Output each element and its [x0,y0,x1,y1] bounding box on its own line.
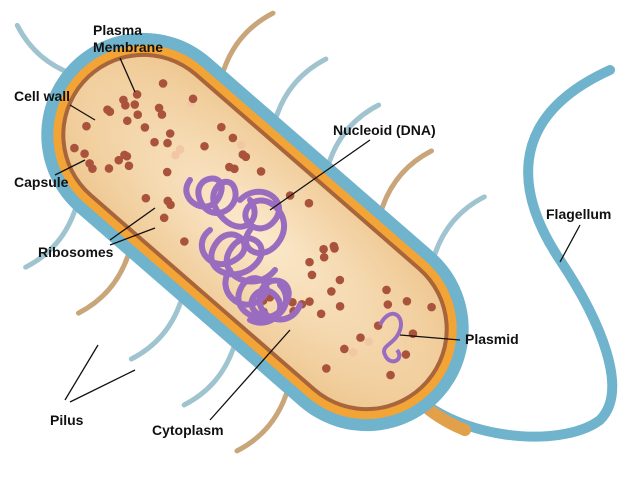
pilus [432,194,487,256]
ribosome [175,145,185,154]
pilus [379,148,434,211]
ribosome [154,103,164,113]
ribosome [70,143,79,153]
ribosome [319,244,328,254]
ribosome [141,193,151,203]
ribosome [256,167,266,176]
ribosome [305,257,314,267]
cytoplasm [65,56,445,408]
ribosome [402,296,412,306]
pilus [221,10,276,73]
ribosome [316,309,326,319]
ribosome [340,344,349,354]
label-capsule: Capsule [14,174,69,190]
ribosome [307,270,317,280]
ribosome [162,167,172,177]
ribosome [132,90,142,99]
label-pilus: Pilus [50,412,84,428]
ribosome [124,161,134,171]
ribosome [364,337,373,346]
ribosome [386,370,395,380]
label-plasma-membrane-line2: Membrane [93,39,164,55]
label-nucleoid: Nucleoid (DNA) [333,122,436,138]
ribosome [225,162,234,172]
pilus [234,391,289,454]
pilus [274,56,329,119]
ribosome [217,122,226,132]
ribosome [322,364,331,373]
nucleoid-dna [183,175,303,326]
ribosome [236,140,246,150]
ribosome [150,137,159,147]
ribosome [165,129,175,138]
ribosome [82,121,91,131]
label-plasma-membrane-line1: Plasma [93,22,143,38]
ribosome [188,94,198,104]
ribosome [348,348,358,357]
label-plasmid: Plasmid [465,331,519,347]
ribosome [241,152,251,162]
ribosome [180,237,189,246]
pilus [14,22,77,78]
pilus [128,299,184,362]
label-flagellum: Flagellum [546,206,612,222]
label-ribosomes: Ribosomes [38,244,114,260]
ribosome [130,100,140,109]
ribosome [327,287,336,296]
ribosome [166,200,175,210]
ribosome [200,141,209,151]
ribosome [383,300,393,309]
ribosome [335,302,345,311]
plasmid [378,311,403,364]
ribosome [157,110,167,119]
ribosome [158,79,168,88]
ribosome [85,159,94,168]
ribosome [382,285,391,295]
ribosome [133,110,143,120]
label-cytoplasm: Cytoplasm [152,422,224,438]
leader-lines [54,57,581,421]
ribosome [122,151,132,161]
label-plasma-membrane: Plasma Membrane [93,22,163,56]
label-cell-wall: Cell wall [14,88,71,104]
ribosome [356,333,365,342]
ribosome [80,149,89,158]
ribosome [427,302,436,312]
flagellum [400,65,618,442]
ribosome [228,133,238,143]
pilus [23,208,78,270]
ribosome [105,107,115,117]
ribosome [122,116,132,126]
ribosome [304,198,314,208]
ribosome [140,123,150,132]
ribosome [163,138,172,148]
pilus [181,345,236,408]
ribosome [159,213,169,223]
pilus [76,253,131,316]
ribosome [401,350,411,359]
ribosome [114,155,124,165]
ribosomes [70,79,436,380]
ribosome [335,275,345,285]
ribosome [305,297,314,306]
ribosome [319,252,329,262]
ribosome [330,244,339,253]
ribosome [104,164,114,173]
ribosome [119,95,128,105]
pilus [326,102,382,165]
